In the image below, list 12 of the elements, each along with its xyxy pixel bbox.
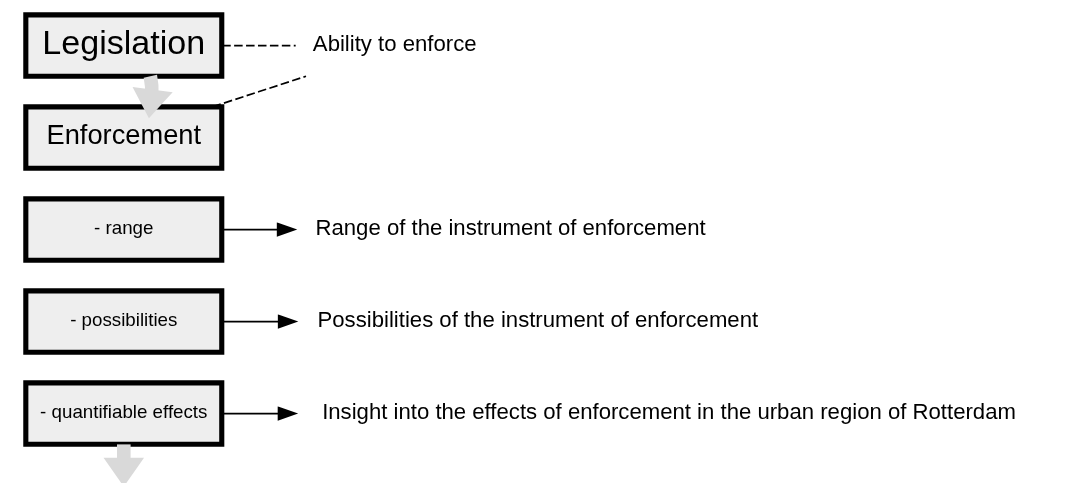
arrow xyxy=(103,444,144,483)
node-text: Range of the instrument of enforcement xyxy=(314,215,706,241)
node-text: Possibilities of the instrument of enforcement xyxy=(317,307,758,333)
node-text: Ability to enforce xyxy=(312,31,477,57)
node-box: Enforcement xyxy=(22,104,224,171)
node-box: - possibilities xyxy=(22,288,224,355)
node-text: Insight into the effects of enforcement in the urban region of Rotterdam xyxy=(321,399,1016,425)
node-box: - range xyxy=(22,196,224,263)
node-box: - quantifiable effects xyxy=(22,380,224,447)
node-box: Legislation xyxy=(22,12,224,79)
arrow xyxy=(221,314,298,329)
arrow xyxy=(132,75,173,119)
